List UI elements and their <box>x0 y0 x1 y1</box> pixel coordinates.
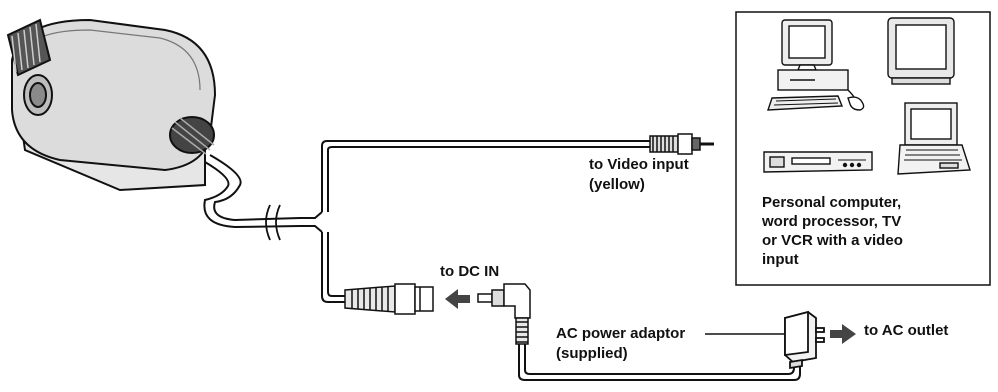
camera-illustration <box>6 18 217 192</box>
dc-plug <box>477 283 531 345</box>
video-input-label-line-1: to Video input <box>589 156 689 173</box>
ac-power-adaptor-label-line-2: (supplied) <box>556 345 628 362</box>
devices-caption-line-4: input <box>762 251 799 268</box>
ac-adaptor-illustration <box>784 310 825 370</box>
tv-monitor-icon <box>887 17 955 85</box>
video-cable <box>321 140 650 212</box>
ac-outlet-label: to AC outlet <box>864 322 949 339</box>
insert-arrow <box>445 289 470 309</box>
desktop-computer-icon <box>767 19 865 111</box>
video-input-label: to Video input (yellow) <box>589 155 689 195</box>
devices-caption-line-2: word processor, TV <box>762 213 902 230</box>
dc-in-label: to DC IN <box>440 263 500 280</box>
word-processor-icon <box>897 102 971 175</box>
outlet-arrow <box>830 324 856 344</box>
vcr-icon <box>763 151 873 173</box>
video-input-label-line-2: (yellow) <box>589 176 645 193</box>
devices-caption: Personal computer, word processor, TV or… <box>762 193 903 269</box>
devices-caption-line-1: Personal computer, <box>762 194 902 211</box>
devices-box <box>735 11 991 286</box>
dc-cable <box>321 232 345 303</box>
ac-power-adaptor-label-line-1: AC power adaptor <box>556 325 686 342</box>
camera-cable <box>203 154 323 241</box>
adaptor-cable <box>518 344 801 381</box>
video-plug <box>649 133 714 155</box>
dc-socket-connector <box>344 283 434 315</box>
ac-power-adaptor-label: AC power adaptor (supplied) <box>556 324 685 364</box>
devices-caption-line-3: or VCR with a video <box>762 232 903 249</box>
